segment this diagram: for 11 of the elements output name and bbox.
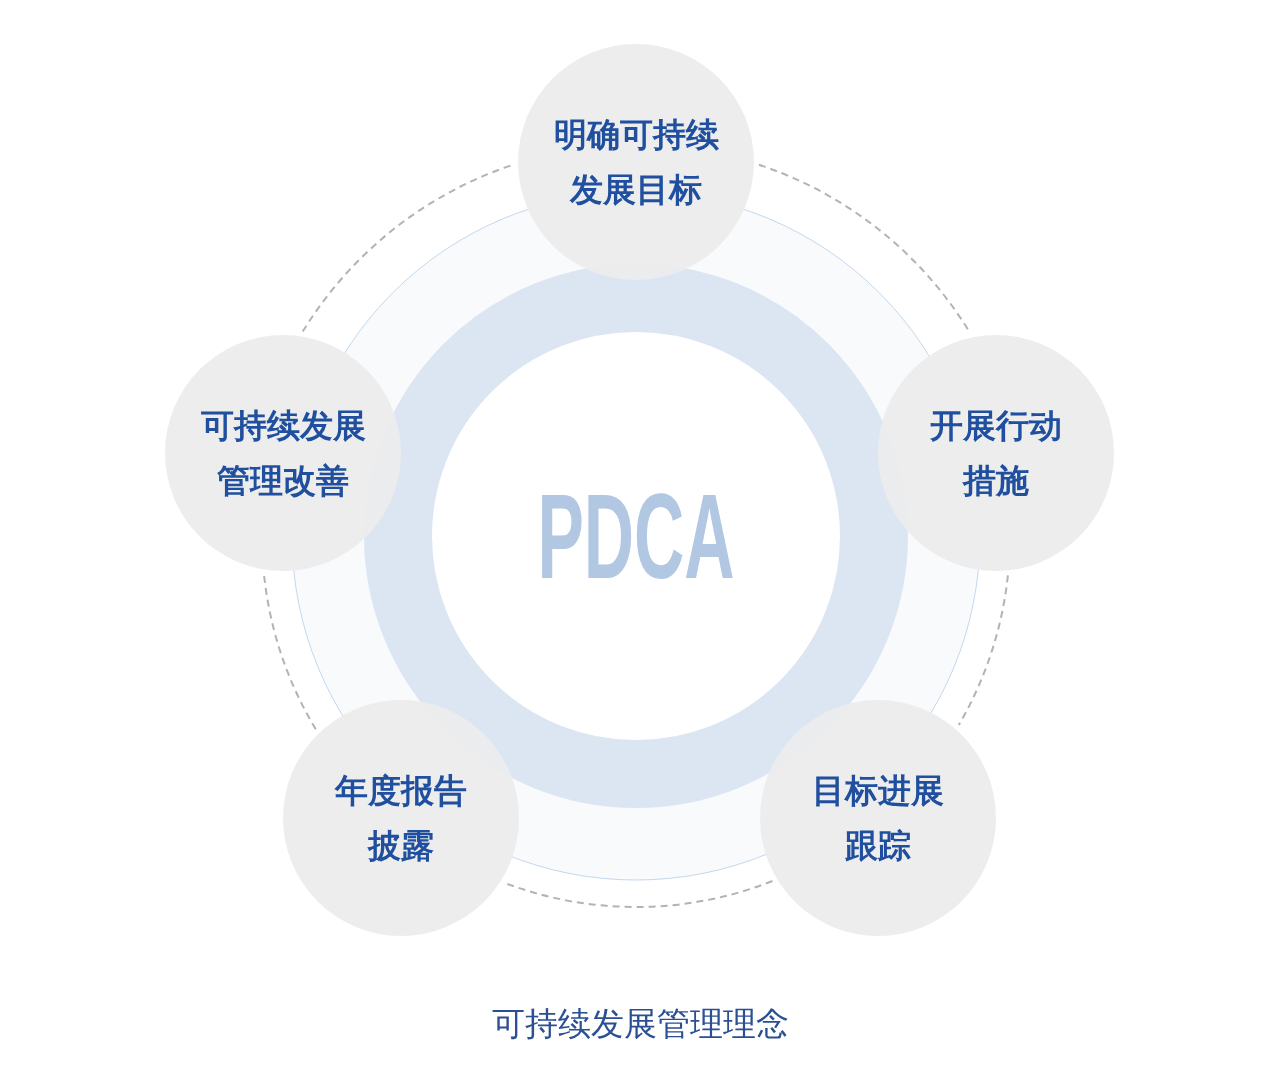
caption: 可持续发展管理理念 xyxy=(491,1003,789,1045)
dashed-arc xyxy=(263,573,317,731)
center-label: PDCA xyxy=(537,476,735,596)
step-label: 可持续发展管理改善 xyxy=(199,405,367,502)
step-label: 开展行动措施 xyxy=(929,405,1063,502)
dashed-arc xyxy=(957,574,1009,727)
step-label: 年度报告披露 xyxy=(333,770,468,867)
dashed-arc xyxy=(301,163,514,333)
step-label: 目标进展跟踪 xyxy=(811,770,945,867)
dashed-arc xyxy=(504,880,774,908)
step-label: 明确可持续发展目标 xyxy=(552,114,720,211)
